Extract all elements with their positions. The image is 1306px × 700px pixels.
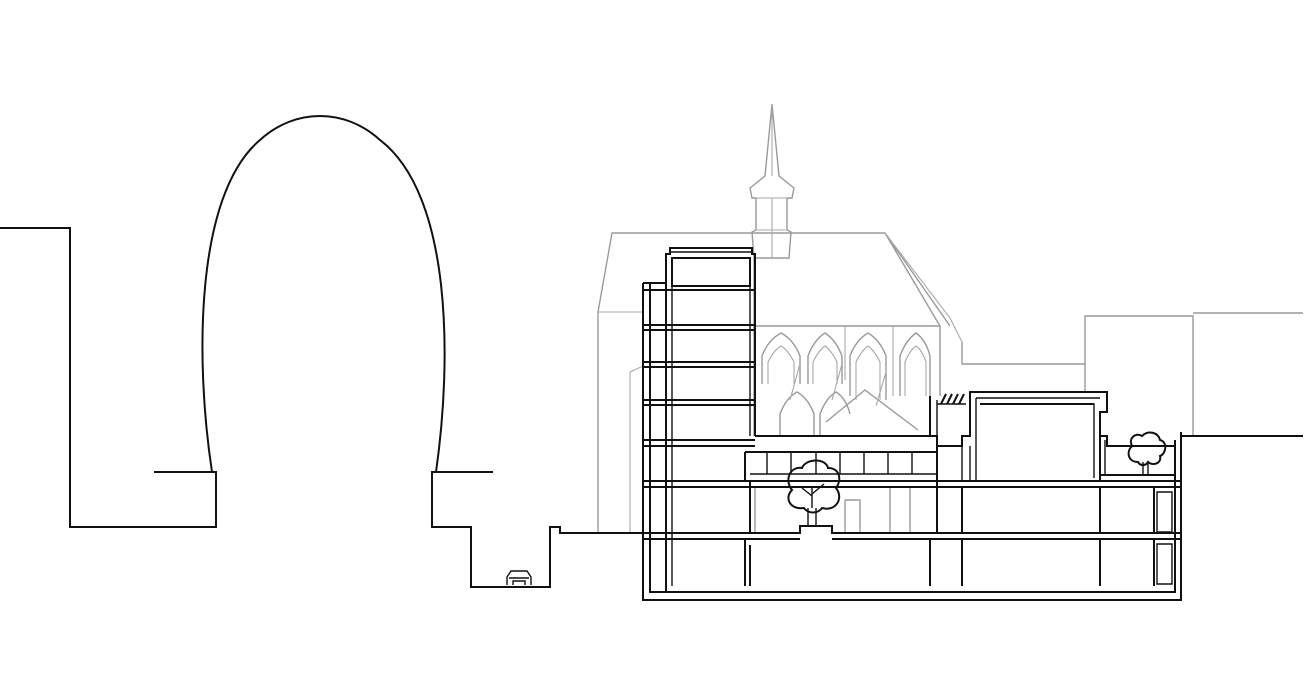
right-block [929,391,1181,586]
tunnel-arch [201,115,446,473]
left-tower [643,247,756,592]
left-ground-wall [0,227,217,528]
parapet-hatch [937,393,966,405]
sunken-road [431,471,643,588]
car-icon [506,570,532,585]
courtyard-ghost-details [754,488,911,532]
courtyard-tree-icon [787,459,841,526]
context-building-left [597,232,885,532]
gothic-windows-upper [753,326,941,436]
terrace-tree-icon [1127,431,1167,474]
courtyard [744,435,938,586]
context-building-right [1084,312,1303,436]
background-context-buildings [597,232,1303,532]
basement-shell [642,283,1182,601]
section-cut [0,115,1303,601]
church-aisle [779,342,1085,436]
